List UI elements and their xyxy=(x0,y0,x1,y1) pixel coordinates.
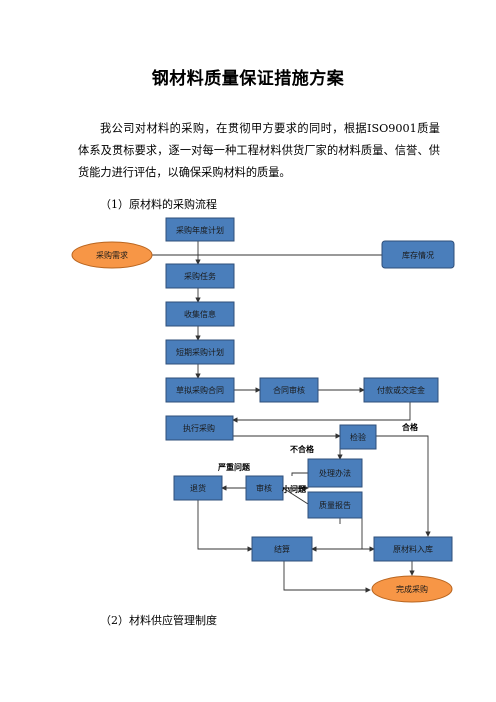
svg-text:草拟采购合同: 草拟采购合同 xyxy=(176,385,224,395)
svg-text:检验: 检验 xyxy=(350,432,366,442)
svg-text:质量报告: 质量报告 xyxy=(319,500,351,510)
node-stock: 库存情况 xyxy=(381,240,455,269)
svg-text:合同审核: 合同审核 xyxy=(273,385,305,395)
svg-text:付款或交定金: 付款或交定金 xyxy=(377,385,425,395)
svg-text:原材料入库: 原材料入库 xyxy=(393,544,433,554)
flow-connectors xyxy=(152,241,431,593)
node-review-contract: 合同审核 xyxy=(259,377,319,403)
node-quality-report: 质量报告 xyxy=(307,491,363,519)
node-execute: 执行采购 xyxy=(165,415,234,441)
svg-text:采购需求: 采购需求 xyxy=(96,250,128,260)
node-inspect: 检验 xyxy=(339,424,377,450)
tag-pass: 合格 xyxy=(401,422,419,432)
node-warehouse: 原材料入库 xyxy=(373,536,453,562)
node-short-plan: 短期采购计划 xyxy=(165,339,235,365)
node-pay-deposit: 付款或交定金 xyxy=(363,377,439,403)
node-audit: 审核 xyxy=(245,475,284,501)
tag-serious: 严重问题 xyxy=(217,462,251,472)
node-complete: 完成采购 xyxy=(371,575,453,603)
section-1-heading: （1）原材料的采购流程 xyxy=(100,198,217,211)
svg-text:完成采购: 完成采购 xyxy=(396,584,428,594)
node-return: 退货 xyxy=(173,475,223,501)
node-settle: 结算 xyxy=(251,536,313,562)
svg-text:退货: 退货 xyxy=(190,483,206,493)
svg-text:审核: 审核 xyxy=(256,483,272,493)
node-demand: 采购需求 xyxy=(71,241,153,269)
svg-text:短期采购计划: 短期采购计划 xyxy=(176,347,224,357)
node-collect: 收集信息 xyxy=(165,301,235,327)
doc-title: 钢材料质量保证措施方案 xyxy=(151,69,345,89)
section-2-heading: （2）材料供应管理制度 xyxy=(100,614,217,627)
svg-text:收集信息: 收集信息 xyxy=(184,309,216,319)
intro-paragraph: 我公司对材料的采购，在贯彻甲方要求的同时，根据ISO9001质量体系及贯标要求，… xyxy=(78,122,440,179)
svg-text:处理办法: 处理办法 xyxy=(319,468,351,478)
svg-text:采购任务: 采购任务 xyxy=(184,271,216,281)
node-handle: 处理办法 xyxy=(307,458,363,488)
tag-fail: 不合格 xyxy=(290,444,315,454)
tag-minor: 小问题 xyxy=(281,484,307,494)
node-task: 采购任务 xyxy=(165,263,235,289)
svg-text:库存情况: 库存情况 xyxy=(402,250,434,260)
svg-text:执行采购: 执行采购 xyxy=(183,423,215,433)
svg-text:结算: 结算 xyxy=(274,544,290,554)
node-draft-contract: 草拟采购合同 xyxy=(165,377,235,403)
svg-text:采购年度计划: 采购年度计划 xyxy=(176,225,224,235)
node-annual-plan: 采购年度计划 xyxy=(165,217,235,242)
